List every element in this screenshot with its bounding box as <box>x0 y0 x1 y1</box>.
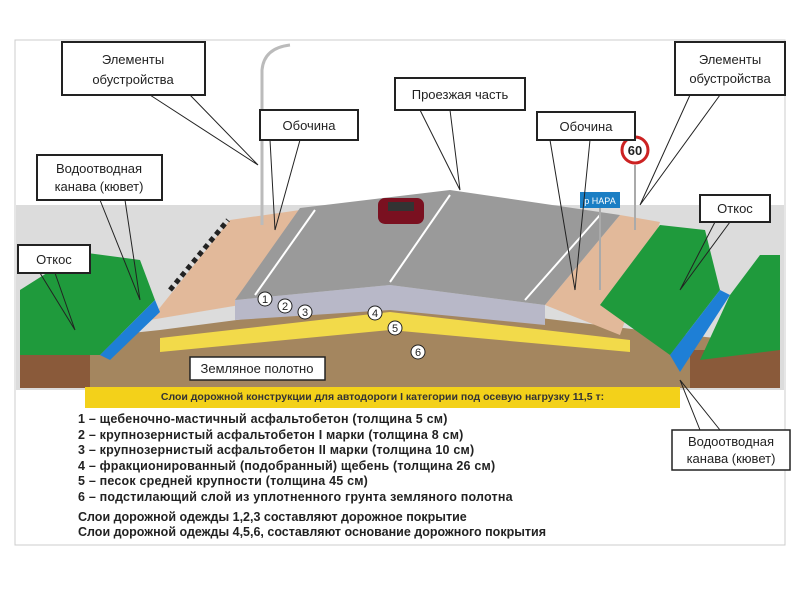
label-ditch-left: Водоотводная канава (кювет) <box>36 154 163 201</box>
svg-text:канава (кювет): канава (кювет) <box>55 179 144 194</box>
layer-marker-1: 1 <box>257 291 273 307</box>
label-subgrade: Земляное полотно <box>189 356 326 381</box>
svg-text:Обочина: Обочина <box>560 119 614 134</box>
svg-text:Водоотводная: Водоотводная <box>56 161 142 176</box>
svg-text:1: 1 <box>262 294 268 306</box>
legend-item: 1 – щебеночно-мастичный асфальтобетон (т… <box>78 412 448 426</box>
shoulder-right <box>545 215 660 335</box>
svg-text:Водоотводная: Водоотводная <box>688 434 774 449</box>
svg-text:обустройства: обустройства <box>689 71 771 86</box>
layer-marker-4: 4 <box>367 305 383 321</box>
legend-header: Слои дорожной конструкции для автодороги… <box>85 387 680 408</box>
label-shoulder-right: Обочина <box>536 111 636 141</box>
svg-text:Элементы: Элементы <box>699 52 761 67</box>
label-shoulder-left: Обочина <box>259 109 359 141</box>
slope-left <box>20 252 155 355</box>
guardrail-icon <box>168 218 230 292</box>
sand-layer-5 <box>160 312 630 352</box>
roadway-gravel <box>235 190 620 305</box>
legend-item: 3 – крупнозернистый асфальтобетон II мар… <box>78 443 475 457</box>
layer-marker-2: 2 <box>277 298 293 314</box>
svg-text:2: 2 <box>282 301 288 313</box>
slope-right <box>600 225 720 355</box>
river-sign <box>580 192 620 208</box>
callout-pointers <box>39 94 731 431</box>
legend-item: 2 – крупнозернистый асфальтобетон I марк… <box>78 427 464 442</box>
svg-text:Откос: Откос <box>717 201 753 216</box>
svg-text:канава (кювет): канава (кювет) <box>687 451 776 466</box>
shoulder-left <box>150 210 300 320</box>
svg-text:Элементы: Элементы <box>102 52 164 67</box>
soil-left <box>20 350 90 388</box>
legend-item: 4 – фракционированный (подобранный) щебе… <box>78 458 496 473</box>
svg-text:5: 5 <box>392 323 398 335</box>
label-slope-left: Откос <box>17 244 91 274</box>
svg-text:Проезжая часть: Проезжая часть <box>412 87 509 102</box>
label-elements-right: Элементы обустройства <box>674 41 786 96</box>
street-lamp-icon <box>260 43 291 225</box>
legend-item: 5 – песок средней крупности (толщина 45 … <box>78 474 369 488</box>
legend-summary: Слои дорожной одежды 1,2,3 составляют до… <box>78 510 546 540</box>
layer-marker-6: 6 <box>410 344 426 360</box>
label-roadway: Проезжая часть <box>394 77 526 111</box>
svg-text:4: 4 <box>372 308 378 320</box>
soil-right <box>690 350 780 388</box>
layer-legend: 1 – щебеночно-мастичный асфальтобетон (т… <box>78 412 513 505</box>
slope-far-right <box>700 255 780 360</box>
svg-text:6: 6 <box>415 347 421 359</box>
layer-marker-5: 5 <box>387 320 403 336</box>
svg-text:обустройства: обустройства <box>92 72 174 87</box>
ditch-right <box>670 290 730 372</box>
summary-line: Слои дорожной одежды 4,5,6, составляют о… <box>78 525 546 539</box>
svg-text:Земляное полотно: Земляное полотно <box>201 361 314 376</box>
lane-markings <box>254 194 601 301</box>
summary-line: Слои дорожной одежды 1,2,3 составляют до… <box>78 510 467 524</box>
car-icon <box>378 198 424 224</box>
label-elements-left: Элементы обустройства <box>61 41 206 96</box>
svg-text:3: 3 <box>302 307 308 319</box>
speed-limit-text: 60 <box>628 143 642 158</box>
label-slope-right: Откос <box>699 194 771 223</box>
layer-marker-3: 3 <box>297 304 313 320</box>
svg-text:Обочина: Обочина <box>283 118 337 133</box>
legend-item: 6 – подстилающий слой из уплотненного гр… <box>78 489 513 504</box>
ditch-left <box>100 300 160 360</box>
river-sign-text: р НАРА <box>584 196 615 206</box>
svg-text:Откос: Откос <box>36 252 72 267</box>
label-ditch-right: Водоотводная канава (кювет) <box>671 429 791 471</box>
